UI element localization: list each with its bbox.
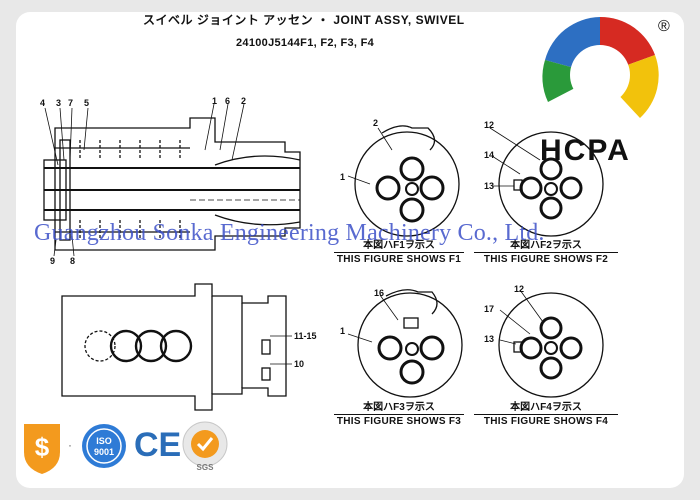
- hcpa-logo-icon: [542, 16, 659, 133]
- caption-en: THIS FIGURE SHOWS F4: [474, 414, 618, 427]
- callout-label: 4: [40, 98, 45, 108]
- figure-f2-view: [489, 127, 604, 237]
- callout-label: 1: [340, 172, 345, 182]
- callout-label: 17: [484, 304, 494, 314]
- figure-f3-view: [347, 289, 463, 398]
- callout-label: 12: [484, 120, 494, 130]
- company-watermark: Guangzhou Sonka Engineering Machinery Co…: [34, 220, 545, 246]
- swivel-section-view: [43, 117, 301, 251]
- callout-label: 9: [50, 256, 55, 266]
- figure-f1-view: [347, 125, 460, 237]
- callout-label: 2: [241, 96, 246, 106]
- caption-jp: 本図ハF2ヲ示ス: [510, 240, 582, 251]
- separator-dots: ·: [68, 438, 72, 452]
- svg-text:SGS: SGS: [197, 463, 215, 472]
- iso-9001-icon: ISO 9001: [82, 424, 126, 468]
- callout-label: 11-15: [294, 331, 317, 341]
- sgs-cert-icon: SGS: [182, 421, 228, 472]
- callout-label: 1: [340, 326, 345, 336]
- svg-text:9001: 9001: [94, 447, 114, 457]
- callout-label: 3: [56, 98, 61, 108]
- swivel-outline-view: [61, 283, 292, 411]
- callout-label: 7: [68, 98, 73, 108]
- callout-label: 6: [225, 96, 230, 106]
- assembly-title: スイベル ジョイント アッセン ・ JOINT ASSY, SWIVEL: [143, 13, 465, 27]
- caption-en: THIS FIGURE SHOWS F3: [334, 414, 464, 427]
- figure-caption-f1: 本図ハF1ヲ示ス THIS FIGURE SHOWS F1: [334, 236, 464, 265]
- caption-jp: 本図ハF3ヲ示ス: [363, 402, 435, 413]
- figure-caption-f3: 本図ハF3ヲ示ス THIS FIGURE SHOWS F3: [334, 398, 464, 427]
- caption-en: THIS FIGURE SHOWS F1: [334, 252, 464, 265]
- callout-label: 14: [484, 150, 494, 160]
- figure-f4-view: [498, 289, 604, 398]
- registered-mark: ®: [658, 18, 670, 35]
- callout-label: 10: [294, 359, 304, 369]
- svg-text:ISO: ISO: [96, 436, 112, 446]
- callout-label: 5: [84, 98, 89, 108]
- caption-en: THIS FIGURE SHOWS F2: [474, 252, 618, 265]
- figure-caption-f2: 本図ハF2ヲ示ス THIS FIGURE SHOWS F2: [474, 236, 618, 265]
- figure-caption-f4: 本図ハF4ヲ示ス THIS FIGURE SHOWS F4: [474, 398, 618, 427]
- callout-label: 13: [484, 334, 494, 344]
- callout-label: 12: [514, 284, 524, 294]
- dollar-shield-icon: $: [24, 424, 60, 474]
- ce-mark-icon: CE: [134, 426, 182, 464]
- callout-label: 1: [212, 96, 217, 106]
- callout-label: 13: [484, 181, 494, 191]
- part-number: 24100J5144F1, F2, F3, F4: [236, 37, 375, 49]
- brand-name: HCPA: [540, 134, 631, 167]
- svg-text:$: $: [35, 432, 50, 462]
- callout-label: 16: [374, 288, 384, 298]
- caption-jp: 本図ハF4ヲ示ス: [510, 402, 582, 413]
- caption-jp: 本図ハF1ヲ示ス: [363, 240, 435, 251]
- callout-label: 8: [70, 256, 75, 266]
- callout-label: 2: [373, 118, 378, 128]
